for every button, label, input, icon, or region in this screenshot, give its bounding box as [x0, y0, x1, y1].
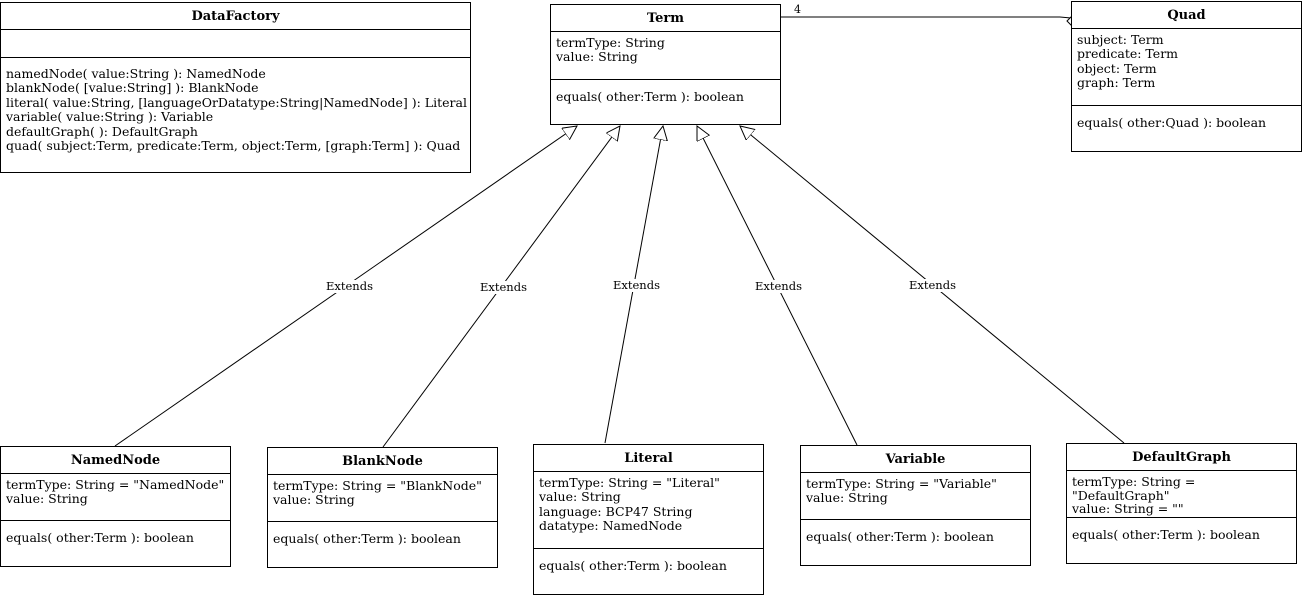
attribute: termType: String = "BlankNode": [273, 478, 482, 493]
class-name: NamedNode: [1, 447, 230, 474]
attributes-section: termType: String = "Literal" value: Stri…: [534, 472, 763, 549]
method: equals( other:Term ): boolean: [6, 530, 194, 545]
attribute: value: String: [6, 491, 88, 507]
methods-section: equals( other:Term ): boolean: [534, 549, 763, 577]
methods-section: equals( other:Term ): boolean: [268, 522, 497, 550]
class-name: Term: [551, 5, 780, 32]
method: equals( other:Term ): boolean: [273, 531, 461, 546]
attribute: value: String: [806, 490, 888, 506]
method: namedNode( value:String ): NamedNode: [6, 66, 266, 81]
attribute: termType: String =: [1072, 474, 1196, 489]
class-datafactory[interactable]: DataFactory namedNode( value:String ): N…: [0, 2, 471, 173]
attribute: "DefaultGraph": [1072, 487, 1170, 503]
extends-label-variable: Extends: [754, 279, 803, 293]
attribute: termType: String: [556, 35, 665, 50]
attributes-section: termType: String value: String: [551, 32, 780, 80]
method: blankNode( [value:String] ): BlankNode: [6, 80, 259, 96]
attributes-section: [1, 30, 470, 58]
attribute: datatype: NamedNode: [539, 518, 683, 534]
attributes-section: termType: String = "BlankNode" value: St…: [268, 475, 497, 522]
method: literal( value:String, [languageOrDataty…: [6, 94, 467, 110]
extends-label-literal: Extends: [612, 278, 661, 292]
multiplicity-label: 4: [794, 3, 801, 16]
method: equals( other:Term ): boolean: [1072, 527, 1260, 542]
class-namednode[interactable]: NamedNode termType: String = "NamedNode"…: [0, 446, 231, 567]
method: defaultGraph( ): DefaultGraph: [6, 123, 198, 139]
extends-label-namednode: Extends: [325, 279, 374, 293]
class-name: Quad: [1072, 2, 1301, 29]
attributes-section: termType: String = "Variable" value: Str…: [801, 473, 1030, 520]
class-name: Literal: [534, 445, 763, 472]
attribute: termType: String = "Variable": [806, 476, 997, 491]
method: variable( value:String ): Variable: [6, 109, 214, 125]
attribute: value: String: [539, 489, 621, 505]
methods-section: equals( other:Quad ): boolean: [1072, 106, 1301, 134]
extends-label-defaultgraph: Extends: [908, 278, 957, 292]
methods-section: equals( other:Term ): boolean: [1067, 518, 1296, 546]
class-literal[interactable]: Literal termType: String = "Literal" val…: [533, 444, 764, 595]
attributes-section: termType: String = "NamedNode" value: St…: [1, 474, 230, 521]
class-variable[interactable]: Variable termType: String = "Variable" v…: [800, 445, 1031, 566]
attribute: termType: String = "Literal": [539, 475, 720, 490]
attribute: graph: Term: [1077, 75, 1156, 91]
attribute: value: String: [556, 49, 638, 65]
method: equals( other:Term ): boolean: [556, 89, 744, 104]
attribute: value: String: [273, 492, 355, 508]
method: equals( other:Term ): boolean: [806, 529, 994, 544]
class-name: BlankNode: [268, 448, 497, 475]
method: equals( other:Quad ): boolean: [1077, 115, 1267, 130]
attribute: value: String = "": [1072, 501, 1184, 516]
methods-section: equals( other:Term ): boolean: [1, 521, 230, 549]
attributes-section: subject: Term predicate: Term object: Te…: [1072, 29, 1301, 106]
attribute: predicate: Term: [1077, 46, 1179, 62]
attribute: subject: Term: [1077, 32, 1164, 47]
class-term[interactable]: Term termType: String value: String equa…: [550, 4, 781, 125]
method: equals( other:Term ): boolean: [539, 558, 727, 573]
methods-section: namedNode( value:String ): NamedNode bla…: [1, 58, 470, 157]
class-defaultgraph[interactable]: DefaultGraph termType: String = "Default…: [1066, 443, 1297, 564]
attribute: language: BCP47 String: [539, 503, 693, 519]
class-quad[interactable]: Quad subject: Term predicate: Term objec…: [1071, 1, 1302, 152]
aggregation-edge-quad-term: [781, 16, 1072, 19]
methods-section: equals( other:Term ): boolean: [801, 520, 1030, 548]
method: quad( subject:Term, predicate:Term, obje…: [6, 138, 461, 154]
attribute: object: Term: [1077, 60, 1157, 76]
extends-label-blanknode: Extends: [479, 280, 528, 294]
class-name: DataFactory: [1, 3, 470, 30]
attributes-section: termType: String = "DefaultGraph" value:…: [1067, 471, 1296, 518]
class-blanknode[interactable]: BlankNode termType: String = "BlankNode"…: [267, 447, 498, 568]
class-name: DefaultGraph: [1067, 444, 1296, 471]
class-name: Variable: [801, 446, 1030, 473]
methods-section: equals( other:Term ): boolean: [551, 80, 780, 108]
attribute: termType: String = "NamedNode": [6, 477, 225, 492]
